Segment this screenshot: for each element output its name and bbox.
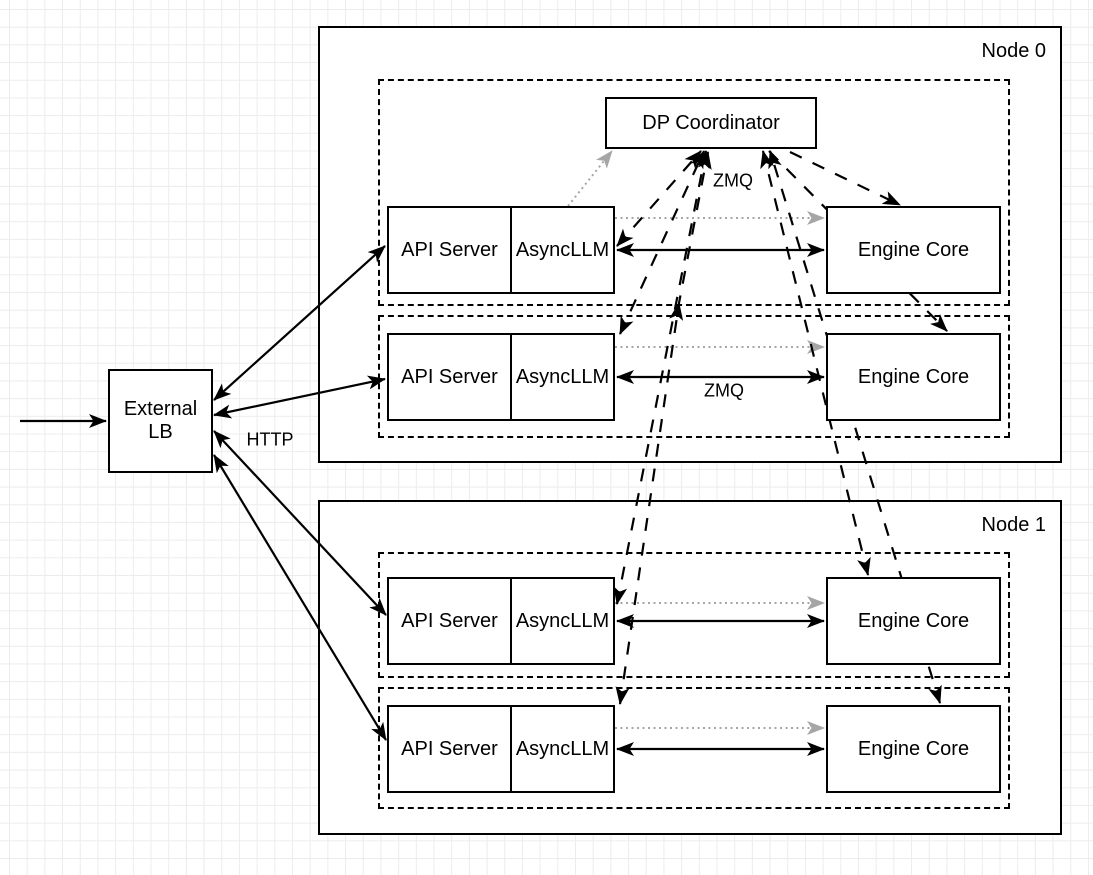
engine-core-label: Engine Core <box>857 737 970 760</box>
node0-label: Node 0 <box>981 40 1047 62</box>
api-server-cell-n1r0: API Server <box>389 579 512 663</box>
engine-core-box-n1r0: Engine Core <box>826 577 1001 665</box>
asyncllm-cell-n1r1: AsyncLLM <box>512 707 613 791</box>
engine-core-label: Engine Core <box>857 238 970 261</box>
zmq-label-coordinator: ZMQ <box>713 170 753 191</box>
api-async-box-n1r0: API Server AsyncLLM <box>387 577 615 665</box>
engine-core-label: Engine Core <box>857 609 970 632</box>
engine-core-box-n0r1: Engine Core <box>826 333 1001 421</box>
api-server-label: API Server <box>401 365 498 388</box>
external-lb-box: External LB <box>108 369 213 473</box>
api-server-cell-n0r0: API Server <box>389 208 512 292</box>
api-server-cell-n0r1: API Server <box>389 335 512 419</box>
engine-core-box-n1r1: Engine Core <box>826 705 1001 793</box>
api-server-cell-n1r1: API Server <box>389 707 512 791</box>
external-lb-label-line1: External <box>123 398 198 420</box>
engine-core-label: Engine Core <box>857 365 970 388</box>
engine-core-box-n0r0: Engine Core <box>826 206 1001 294</box>
dp-coordinator-box: DP Coordinator <box>605 97 817 149</box>
dashed-coordinator-async-n0r1 <box>619 150 705 335</box>
http-label: HTTP <box>246 429 294 450</box>
asyncllm-label: AsyncLLM <box>515 238 610 261</box>
external-lb-label-line2: LB <box>148 421 173 443</box>
api-server-label: API Server <box>401 737 498 760</box>
dashed-coordinator-async-n1r1 <box>615 151 712 705</box>
arrow-lb-api-n1r0 <box>213 430 387 616</box>
arrow-lb-api-n0r1 <box>213 375 386 419</box>
asyncllm-label: AsyncLLM <box>515 737 610 760</box>
zmq-label-rank1: ZMQ <box>704 380 744 401</box>
asyncllm-cell-n1r0: AsyncLLM <box>512 579 613 663</box>
asyncllm-cell-n0r1: AsyncLLM <box>512 335 613 419</box>
api-async-box-n1r1: API Server AsyncLLM <box>387 705 615 793</box>
dashed-coordinator-engine-n1r1 <box>768 150 942 704</box>
api-async-box-n0r0: API Server AsyncLLM <box>387 206 615 294</box>
asyncllm-label: AsyncLLM <box>515 609 610 632</box>
api-async-box-n0r1: API Server AsyncLLM <box>387 333 615 421</box>
asyncllm-cell-n0r0: AsyncLLM <box>512 208 613 292</box>
dashed-coordinator-async-n0r0 <box>616 150 702 247</box>
arrow-lb-api-n0r0 <box>213 245 386 401</box>
dotted-async-to-coordinator <box>567 150 613 207</box>
api-server-label: API Server <box>401 238 498 261</box>
asyncllm-label: AsyncLLM <box>515 365 610 388</box>
dp-coordinator-label: DP Coordinator <box>642 111 780 134</box>
api-server-label: API Server <box>401 609 498 632</box>
dashed-coordinator-engine-n0r0 <box>789 151 901 206</box>
arrow-lb-api-n1r1 <box>213 454 387 741</box>
node1-label: Node 1 <box>981 514 1047 536</box>
